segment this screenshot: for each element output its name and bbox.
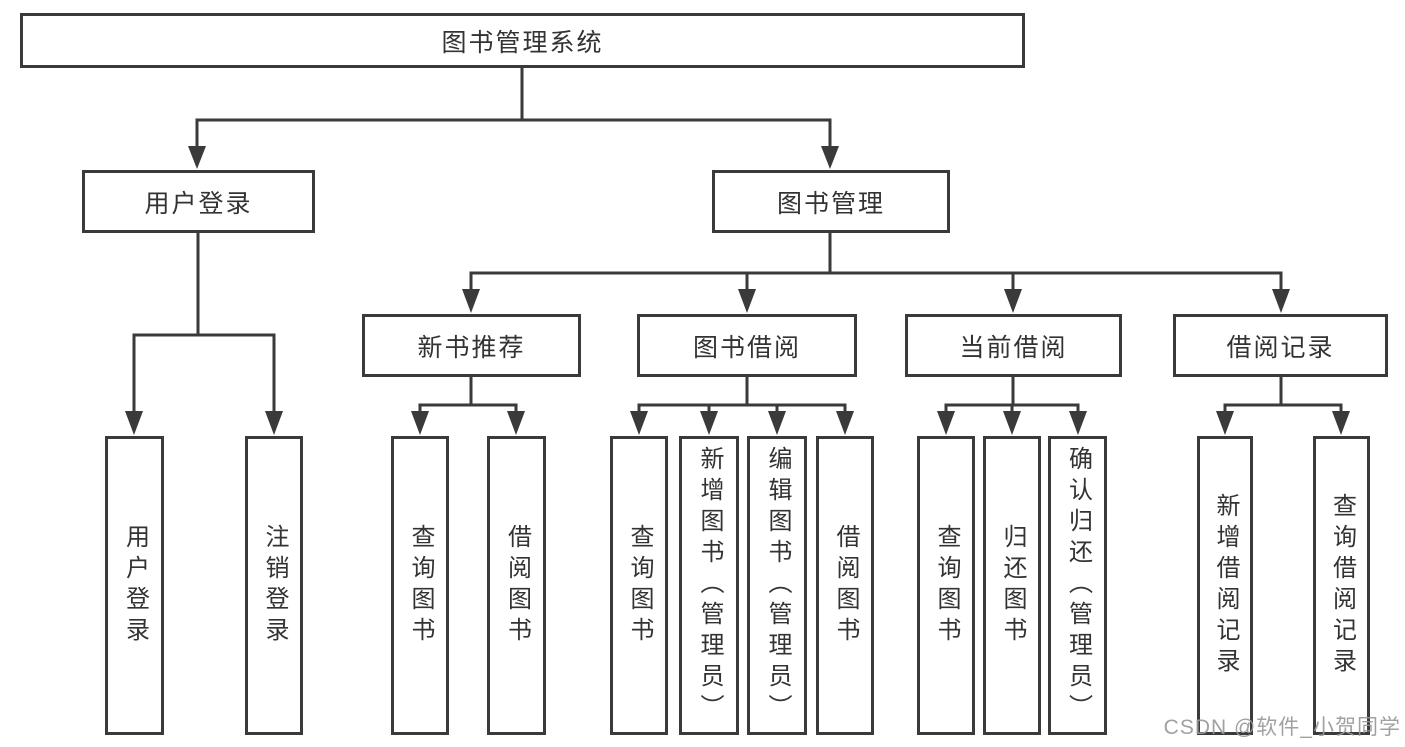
leaf-query-books-3: 查询图书	[917, 436, 975, 735]
leaf-return-book: 归还图书	[983, 436, 1041, 735]
leaf-logout: 注销登录	[245, 436, 303, 735]
node-current-borrow: 当前借阅	[905, 314, 1122, 377]
leaf-user-login: 用户登录	[105, 436, 164, 735]
node-label: 当前借阅	[959, 333, 1068, 362]
node-label: 图书管理系统	[441, 28, 604, 57]
watermark-text: CSDN @软件_小贺同学	[1163, 716, 1401, 739]
node-user-login: 用户登录	[82, 170, 315, 233]
leaf-label: 编辑图书（管理员）	[764, 446, 791, 725]
leaf-query-books-1: 查询图书	[391, 436, 449, 735]
leaf-edit-book-admin: 编辑图书（管理员）	[747, 436, 807, 735]
leaf-confirm-return-admin: 确认归还（管理员）	[1048, 436, 1107, 735]
node-book-borrow: 图书借阅	[637, 314, 857, 377]
leaf-query-borrow-record: 查询借阅记录	[1313, 436, 1370, 735]
leaf-label: 借阅图书	[503, 523, 531, 648]
leaf-label: 归还图书	[999, 523, 1026, 648]
leaf-borrow-books-2: 借阅图书	[816, 436, 874, 735]
leaf-label: 查询图书	[933, 523, 960, 648]
node-label: 图书借阅	[692, 333, 801, 362]
leaf-label: 确认归还（管理员）	[1064, 446, 1092, 725]
leaf-label: 查询图书	[407, 523, 434, 648]
leaf-add-borrow-record: 新增借阅记录	[1197, 436, 1253, 735]
node-new-book-recommend: 新书推荐	[362, 314, 581, 377]
leaf-label: 新增借阅记录	[1212, 492, 1239, 679]
leaf-label: 用户登录	[121, 523, 149, 648]
leaf-label: 新增图书（管理员）	[696, 446, 723, 725]
leaf-borrow-books-1: 借阅图书	[487, 436, 546, 735]
leaf-add-book-admin: 新增图书（管理员）	[679, 436, 739, 735]
leaf-label: 查询借阅记录	[1328, 492, 1356, 679]
node-label: 新书推荐	[417, 333, 526, 362]
node-label: 用户登录	[144, 189, 253, 218]
node-label: 借阅记录	[1226, 333, 1335, 362]
leaf-query-books-2: 查询图书	[610, 436, 668, 735]
node-label: 图书管理	[776, 189, 885, 218]
leaf-label: 查询图书	[626, 523, 653, 648]
node-library-management-system: 图书管理系统	[20, 13, 1025, 68]
node-book-management: 图书管理	[712, 170, 950, 233]
node-borrow-records: 借阅记录	[1173, 314, 1388, 377]
leaf-label: 借阅图书	[832, 523, 859, 648]
leaf-label: 注销登录	[261, 523, 288, 648]
